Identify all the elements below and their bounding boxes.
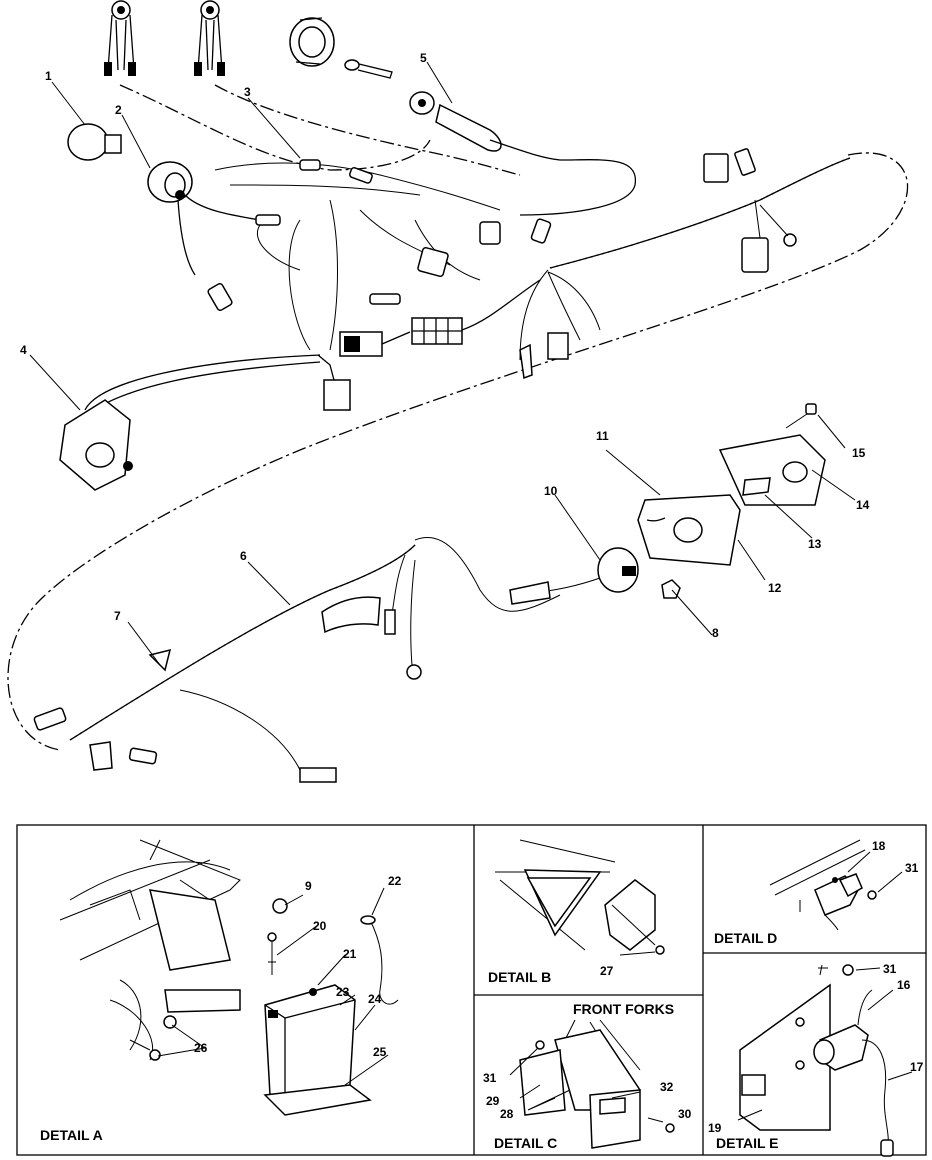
ring-terminal (783, 233, 797, 247)
ignition-switch (289, 17, 636, 216)
cable-tie (148, 648, 172, 672)
battery (263, 984, 372, 1116)
callout-10: 10 (544, 484, 558, 498)
detail-b: 27 DETAIL B (488, 839, 665, 985)
callout-18: 18 (872, 839, 886, 853)
callout-6: 6 (240, 549, 247, 563)
callout-16: 16 (897, 978, 911, 992)
detail-e: 31 16 17 19 DETAIL E (708, 962, 924, 1157)
terminal-block (317, 354, 351, 411)
callout-7: 7 (114, 609, 121, 623)
bullet-connector-2 (255, 214, 281, 226)
callout-26: 26 (194, 1041, 208, 1055)
bullet-connector (207, 282, 233, 312)
connector-plug (547, 332, 569, 360)
callout-27: 27 (600, 964, 614, 978)
switch-wire-routing-line (119, 84, 431, 171)
callout-24: 24 (368, 992, 382, 1006)
callout-25: 25 (373, 1045, 387, 1059)
fuse-holder-2 (530, 218, 552, 244)
ground-ring-terminal (406, 664, 422, 680)
detail-b-title: DETAIL B (488, 969, 551, 985)
callout-29: 29 (486, 1094, 500, 1108)
callout-12: 12 (768, 581, 782, 595)
harness-conduit-upper (549, 157, 851, 269)
callout-11: 11 (596, 429, 609, 443)
callout-1: 1 (45, 69, 52, 83)
callout-5: 5 (420, 51, 427, 65)
callout-13: 13 (808, 537, 822, 551)
callout-31-e: 31 (883, 962, 897, 976)
wedge-bulb (33, 707, 67, 731)
harness-conduit-lower (69, 544, 416, 741)
callout-14: 14 (856, 498, 870, 512)
bullet-connector-3 (299, 159, 321, 171)
terminal-plug-2 (734, 148, 756, 176)
harness-routing-line (7, 152, 909, 751)
callout-3: 3 (244, 85, 251, 99)
callout-17: 17 (910, 1060, 924, 1074)
callout-32: 32 (660, 1080, 674, 1094)
switch-wire-routing-line-2 (214, 84, 521, 176)
headlight-bulb (67, 123, 122, 161)
detail-panels: 9 20 21 22 23 24 25 26 DETAIL A 27 DETAI… (16, 824, 927, 1157)
inline-fuse (128, 747, 158, 765)
detail-frame (16, 824, 927, 1156)
detail-d-title: DETAIL D (714, 930, 777, 946)
callout-19: 19 (708, 1121, 722, 1135)
capacitor (741, 237, 769, 273)
callout-22: 22 (388, 874, 402, 888)
detail-c: FRONT FORKS 31 29 28 32 30 DETAIL C (483, 1001, 692, 1151)
tail-light-housing (718, 434, 826, 506)
tail-light-socket (519, 547, 639, 596)
callout-15: 15 (852, 446, 866, 460)
tail-light-lens (637, 494, 741, 566)
housing-screw (805, 403, 817, 415)
bullet-connector-4 (348, 166, 373, 184)
callout-30: 30 (678, 1107, 692, 1121)
callout-23: 23 (336, 985, 350, 999)
bulb-socket (147, 161, 261, 276)
callout-31-d: 31 (905, 861, 919, 875)
callout-21: 21 (343, 947, 357, 961)
front-forks-label: FRONT FORKS (573, 1001, 674, 1017)
main-exploded-view: 1 2 3 4 5 6 7 8 10 11 12 13 14 15 (7, 0, 909, 783)
callout-20: 20 (313, 919, 327, 933)
detail-e-title: DETAIL E (716, 1135, 779, 1151)
inline-connector (509, 581, 551, 605)
callout-9: 9 (305, 879, 312, 893)
detail-d: 18 31 DETAIL D (714, 839, 919, 946)
flat-connector (299, 767, 337, 783)
toggle-switch-left (104, 0, 136, 76)
callout-8: 8 (712, 626, 719, 640)
callout-2: 2 (115, 103, 122, 117)
callout-31-c: 31 (483, 1071, 497, 1085)
relay (417, 246, 449, 278)
detail-a: 9 20 21 22 23 24 25 26 DETAIL A (40, 839, 402, 1143)
bullet-connector-6 (384, 609, 396, 635)
handlebar-switch (59, 354, 321, 491)
detail-a-title: DETAIL A (40, 1127, 103, 1143)
toggle-switch-right (194, 0, 225, 76)
fuse-holder (479, 221, 501, 245)
callout-4: 4 (20, 343, 27, 357)
multi-pin-connector-2 (339, 331, 411, 357)
bullet-connector-5 (369, 293, 401, 305)
multi-pin-connector (411, 279, 541, 345)
terminal-plug (703, 153, 729, 183)
upper-wires (214, 162, 501, 351)
molded-connector (321, 596, 381, 634)
callout-28: 28 (500, 1107, 514, 1121)
detail-c-title: DETAIL C (494, 1135, 557, 1151)
